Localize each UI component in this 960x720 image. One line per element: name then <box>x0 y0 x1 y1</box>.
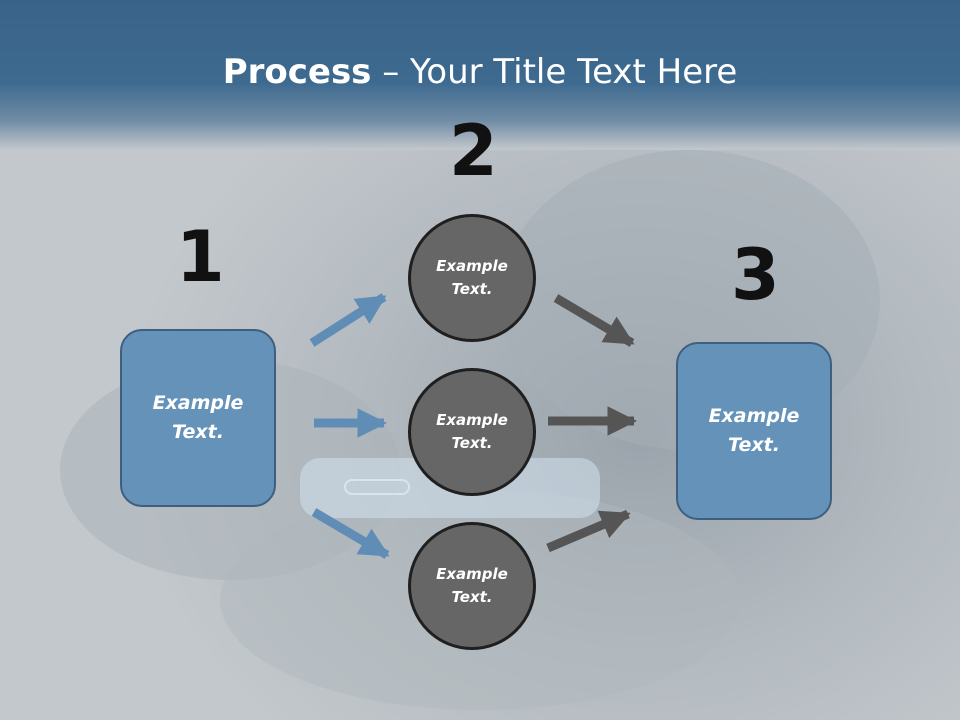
arrow-1-to-2-top <box>309 293 387 347</box>
page-title: Process – Your Title Text Here <box>0 52 960 92</box>
step-2-circle-bottom[interactable]: Example Text. <box>408 522 536 650</box>
step-1-box[interactable]: Example Text. <box>120 329 276 507</box>
step-3-box[interactable]: Example Text. <box>676 342 832 520</box>
step-2-circle-middle[interactable]: Example Text. <box>408 368 536 496</box>
arrow-1-to-2-bottom <box>311 508 390 559</box>
step-3-label: Example Text. <box>708 405 800 456</box>
arrow-2-bottom-to-3 <box>546 509 631 553</box>
step-2-circle-top[interactable]: Example Text. <box>408 214 536 342</box>
step-number-1: 1 <box>176 216 225 298</box>
arrow-2-top-to-3 <box>553 294 635 347</box>
step-2-circle-top-label: Example Text. <box>436 257 508 298</box>
step-2-circle-bottom-label: Example Text. <box>436 565 508 606</box>
title-rest: – Your Title Text Here <box>371 52 738 92</box>
step-number-3: 3 <box>731 234 780 316</box>
title-bar <box>0 0 960 150</box>
step-2-circle-middle-label: Example Text. <box>436 411 508 452</box>
step-number-2: 2 <box>449 110 498 192</box>
step-1-label: Example Text. <box>152 392 244 443</box>
title-bold: Process <box>222 52 372 92</box>
